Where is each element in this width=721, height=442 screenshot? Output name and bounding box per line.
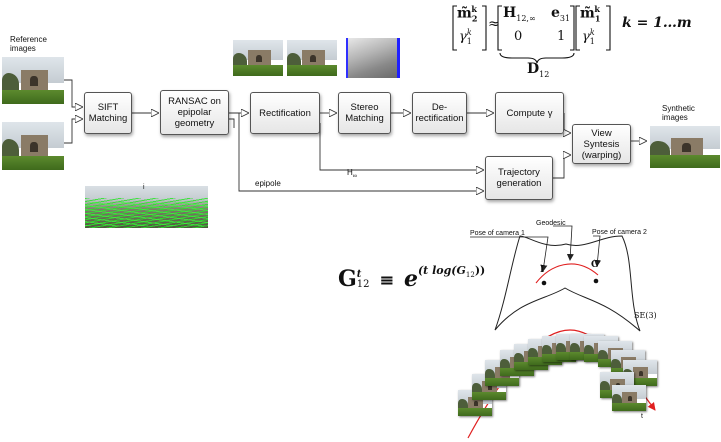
projection-equation: m̃2k γ1k ≈ H12,∞ e31 0 1 m̃1k γ1k D12 k … bbox=[457, 4, 692, 79]
reference-images-label: Reference images bbox=[10, 35, 47, 53]
pose-G-dot bbox=[593, 278, 599, 284]
wire-ransac-matches bbox=[229, 118, 235, 128]
wire-traj-view bbox=[553, 155, 570, 179]
t-axis-label: t bbox=[641, 413, 643, 420]
view-synthesis-box: View Syntesis (warping) bbox=[572, 124, 631, 164]
synthetic-images-label: Synthetic images bbox=[662, 104, 695, 122]
se3-label: SE(3) bbox=[634, 311, 657, 320]
wire-epipole bbox=[238, 113, 483, 191]
wire-gamma-view bbox=[564, 113, 570, 133]
geodesic-curve bbox=[535, 263, 599, 284]
reference-image-2 bbox=[2, 122, 64, 170]
se3-manifold bbox=[494, 235, 641, 332]
leader-geodesic bbox=[553, 225, 574, 261]
underbrace-D bbox=[499, 52, 575, 64]
h-infinity-label: H∞ bbox=[347, 168, 358, 180]
disparity-map bbox=[346, 38, 400, 78]
ransac-box: RANSAC on epipolar geometry bbox=[160, 90, 229, 135]
pose-I-label: I bbox=[540, 265, 545, 275]
pose-G-label: G bbox=[591, 260, 599, 270]
leader-pose1 bbox=[470, 236, 549, 272]
pose-I-dot bbox=[541, 280, 547, 286]
rectified-image-1 bbox=[233, 40, 283, 76]
sift-matching-box: SIFT Matching bbox=[84, 92, 132, 134]
stereo-matching-box: Stereo Matching bbox=[338, 92, 391, 134]
wire-ref2-sift bbox=[64, 119, 82, 144]
sift-marker: i bbox=[143, 184, 145, 191]
pose-camera-2-label: Pose of camera 2 bbox=[592, 229, 647, 236]
epipole-label: epipole bbox=[255, 179, 281, 188]
de-rectification-box: De- rectification bbox=[412, 92, 467, 134]
leader-pose2 bbox=[593, 235, 602, 267]
wire-ref1-sift bbox=[64, 79, 82, 107]
reference-image-1 bbox=[2, 57, 64, 104]
rectification-box: Rectification bbox=[250, 92, 320, 134]
pose-camera-1-label: Pose of camera 1 bbox=[470, 230, 525, 237]
compute-gamma-box: Compute γ bbox=[495, 92, 564, 134]
trajectory-generation-box: Trajectory generation bbox=[485, 156, 553, 200]
rectified-image-2 bbox=[287, 40, 337, 76]
sift-matches-image bbox=[85, 186, 208, 228]
synthetic-image bbox=[650, 126, 720, 168]
synthesized-frame bbox=[612, 385, 646, 411]
wire-hinf bbox=[319, 123, 483, 170]
geodesic-label: Geodesic bbox=[536, 220, 566, 227]
